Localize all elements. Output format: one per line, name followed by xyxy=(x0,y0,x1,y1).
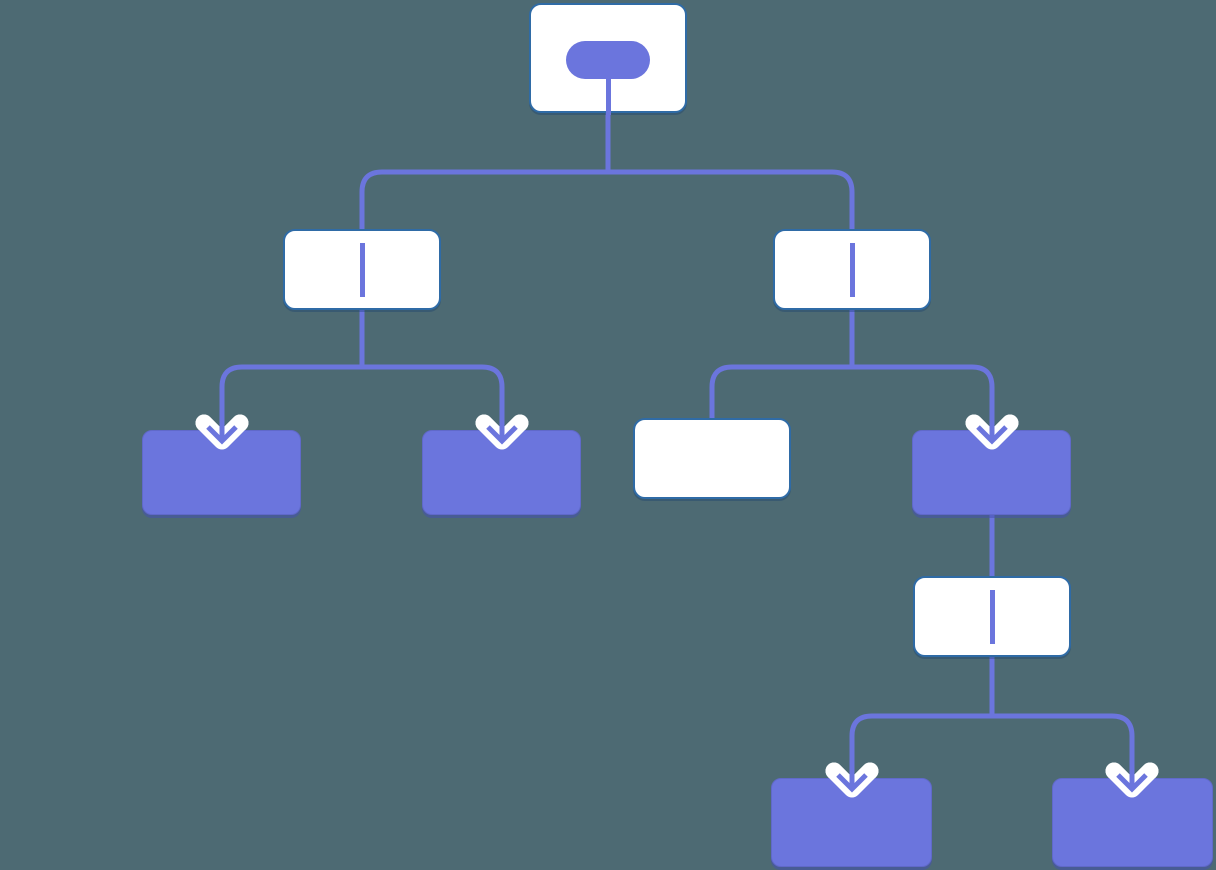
node-leaf-4[interactable] xyxy=(912,430,1071,515)
root-node-pill-stem xyxy=(606,60,611,115)
edge-left-to-child-2 xyxy=(362,364,505,436)
node-leaf-1[interactable] xyxy=(142,430,301,515)
edge-root-to-left-branch xyxy=(359,169,608,229)
node-leaf-3-white[interactable] xyxy=(633,418,791,499)
node-leaf-2[interactable] xyxy=(422,430,581,515)
edge-left-to-child-1 xyxy=(219,364,362,436)
node-left-branch-inner-line xyxy=(360,243,365,297)
node-deep-leaf-2[interactable] xyxy=(1052,778,1213,867)
edge-root-to-right-branch xyxy=(608,169,855,229)
node-right-branch-inner-line xyxy=(850,243,855,297)
edge-right-to-child-2 xyxy=(852,364,995,436)
edge-deep-to-child-2 xyxy=(992,713,1135,784)
node-deep-branch-inner-line xyxy=(990,590,995,644)
edge-right-to-child-1 xyxy=(709,364,852,424)
node-deep-leaf-1[interactable] xyxy=(771,778,932,867)
edge-deep-to-child-1 xyxy=(849,713,992,784)
